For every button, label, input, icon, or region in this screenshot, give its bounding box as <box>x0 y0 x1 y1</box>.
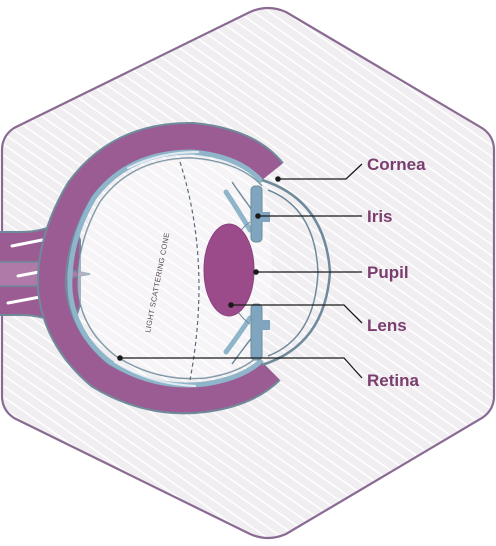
lens <box>204 224 254 316</box>
label-retina: Retina <box>367 371 420 390</box>
label-cornea: Cornea <box>367 155 426 174</box>
label-lens: Lens <box>367 316 407 335</box>
label-iris: Iris <box>367 207 393 226</box>
label-pupil: Pupil <box>367 263 409 282</box>
